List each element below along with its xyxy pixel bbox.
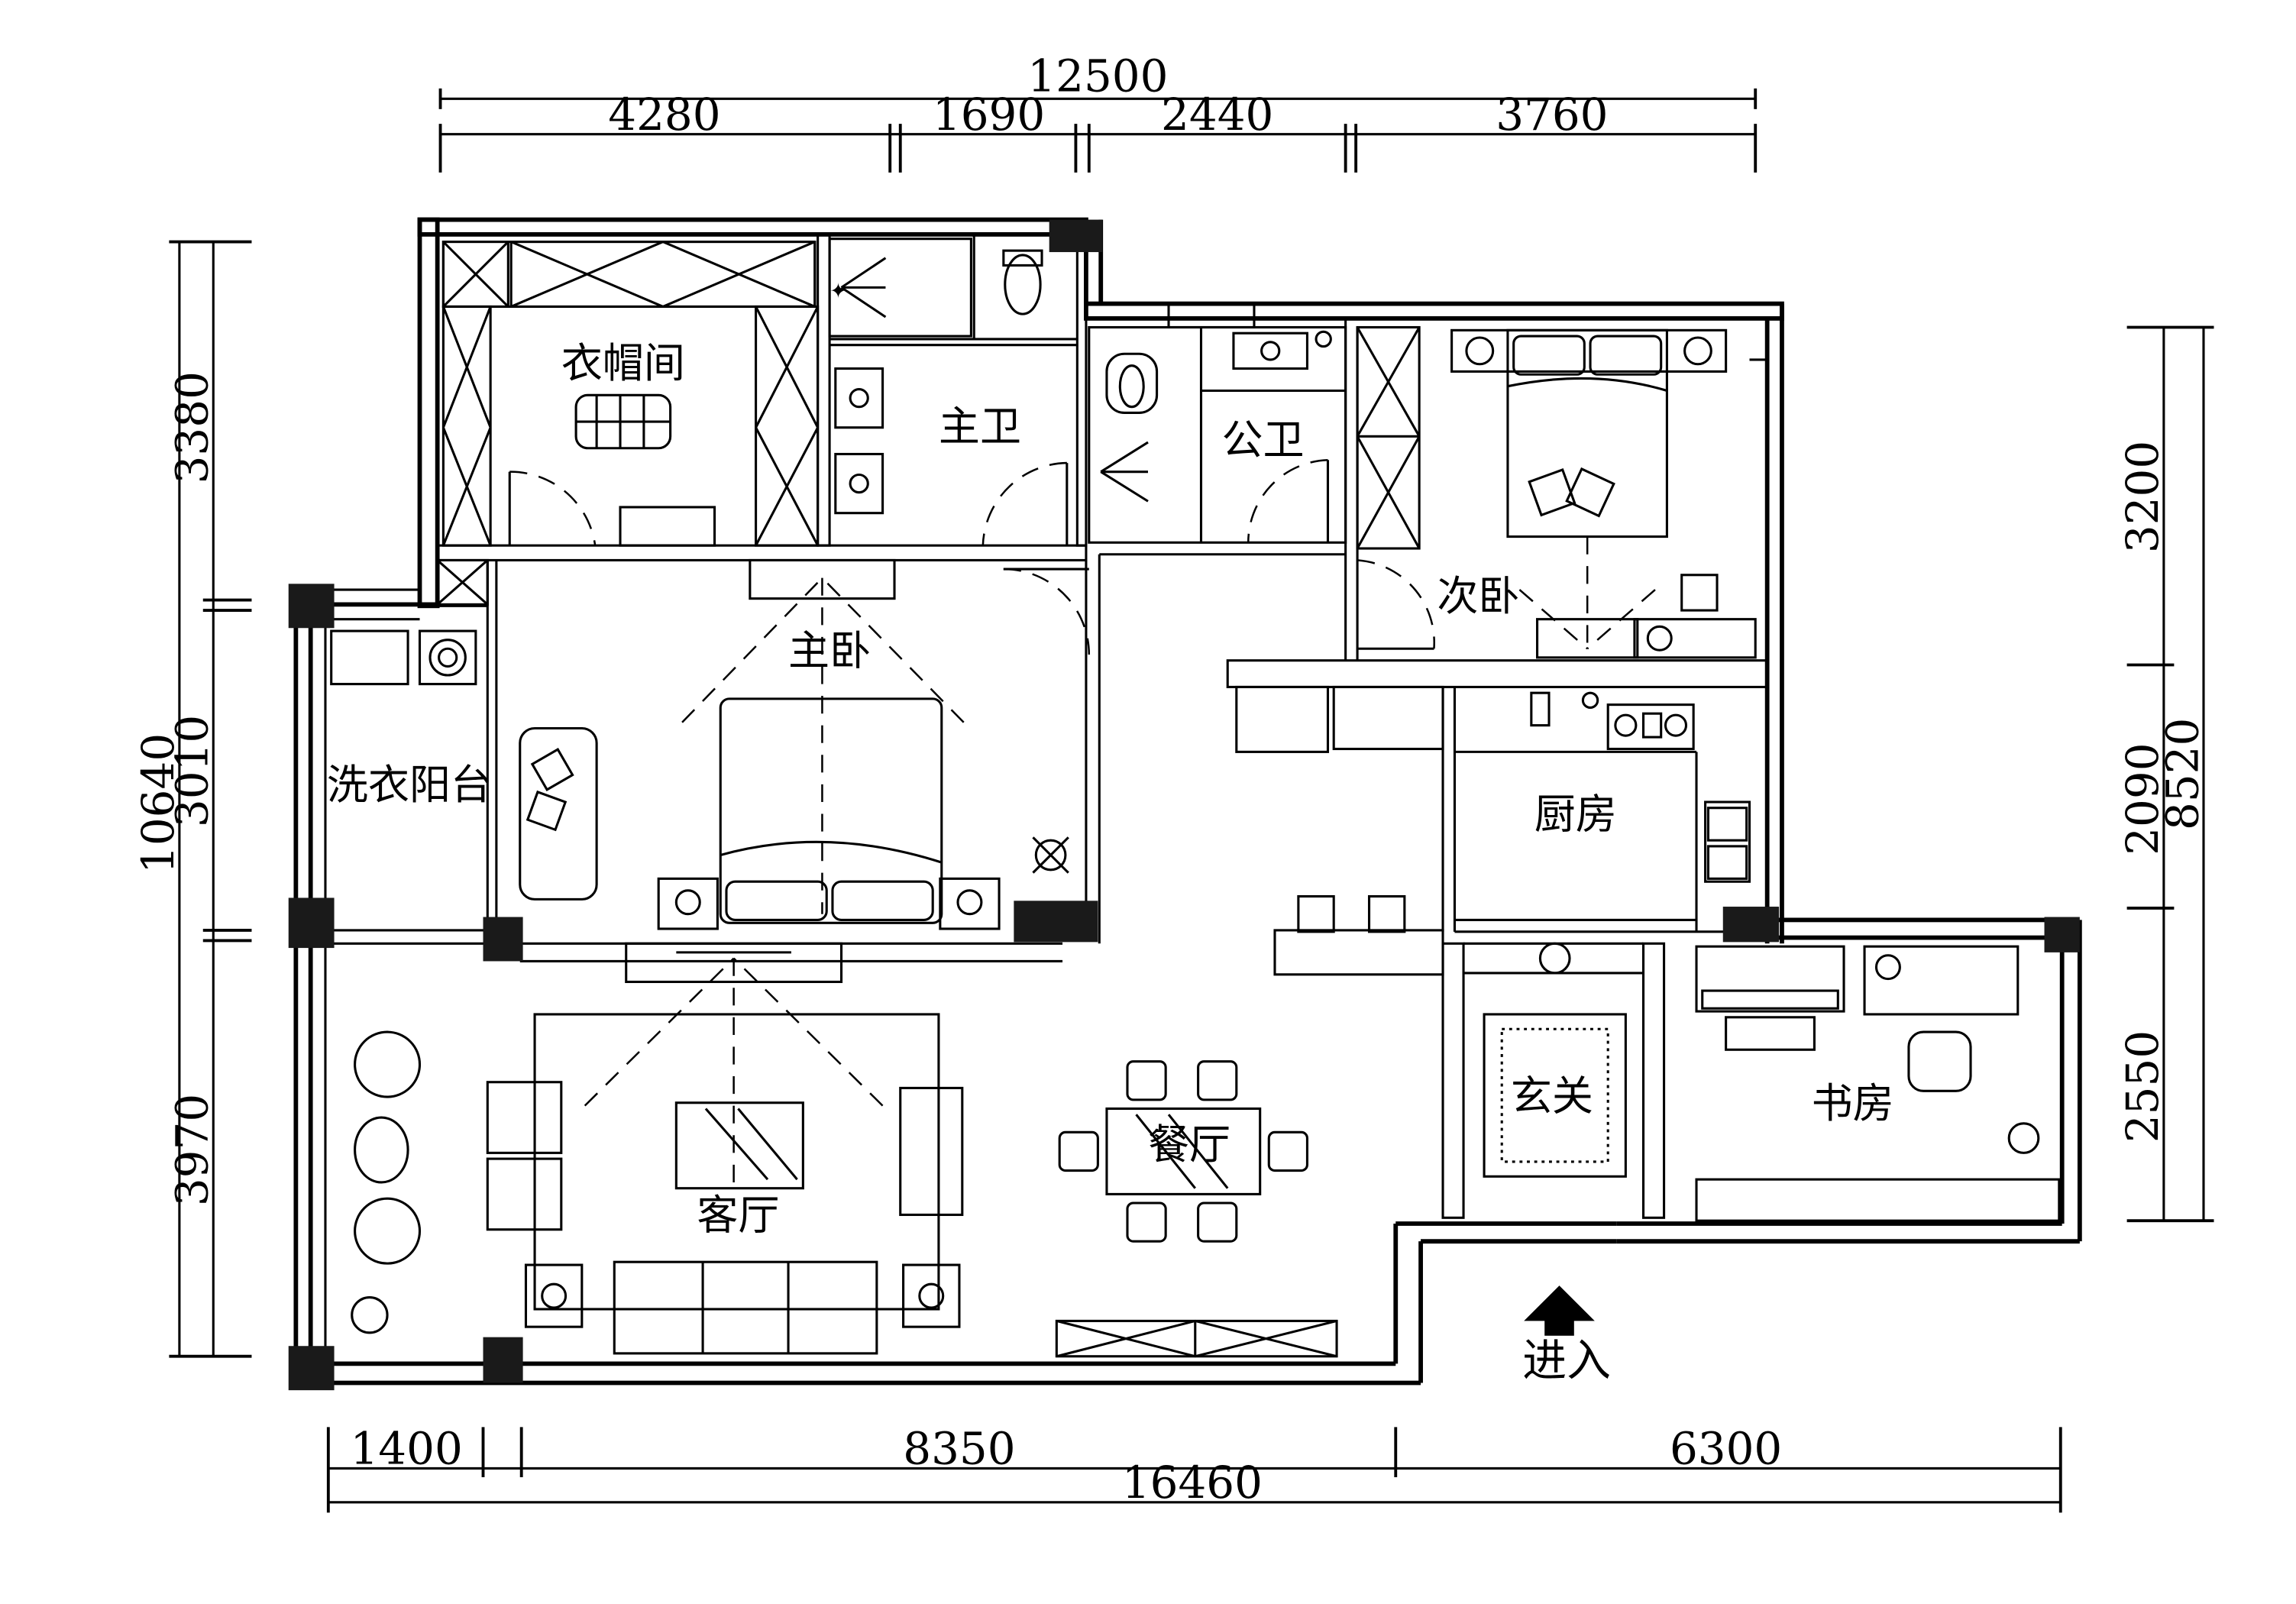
room-label-master-bath: 主卫 bbox=[939, 403, 1021, 451]
room-labels: 衣帽间 主卫 公卫 次卧 主卧 洗衣阳台 厨房 玄关 书房 餐厅 客厅 进入 bbox=[327, 339, 1894, 1386]
dim-top-4: 3760 bbox=[1496, 89, 1608, 141]
bar-stools bbox=[1297, 894, 1406, 933]
kitchen-fixtures bbox=[1235, 685, 1751, 883]
structural-columns bbox=[288, 219, 2080, 1391]
public-bath-fixtures bbox=[1100, 330, 1332, 503]
room-label-public-bath: 公卫 bbox=[1222, 416, 1305, 464]
dim-top-1: 4280 bbox=[608, 89, 720, 141]
dim-top-total: 12500 bbox=[1027, 50, 1168, 102]
living-room-furniture bbox=[351, 942, 1338, 1358]
dim-top-3: 2440 bbox=[1161, 89, 1273, 141]
room-label-kitchen: 厨房 bbox=[1534, 791, 1617, 839]
dim-top-2: 1690 bbox=[933, 89, 1045, 141]
dim-right-3: 2550 bbox=[2117, 1030, 2168, 1143]
room-label-laundry-balcony: 洗衣阳台 bbox=[327, 761, 492, 809]
room-label-master-bedroom: 主卧 bbox=[788, 626, 871, 674]
door-swings bbox=[508, 458, 1435, 655]
room-label-second-bedroom: 次卧 bbox=[1437, 572, 1519, 620]
dim-right-1: 3200 bbox=[2117, 441, 2168, 553]
room-label-study: 书房 bbox=[1812, 1079, 1894, 1127]
left-dimensions: 10640 3380 3010 3970 bbox=[132, 240, 252, 1358]
interior-walls bbox=[436, 233, 1769, 1219]
dim-left-3: 3970 bbox=[167, 1094, 218, 1206]
master-bath-fixtures: ✦ bbox=[828, 238, 1043, 515]
study-furniture bbox=[1695, 945, 2061, 1222]
dim-left-2: 3010 bbox=[167, 715, 218, 827]
room-label-dining-room: 餐厅 bbox=[1148, 1121, 1230, 1169]
foyer-rug bbox=[1463, 942, 1644, 1178]
bottom-dimensions: 1400 8350 6300 16460 bbox=[326, 1423, 2062, 1513]
dim-bottom-3: 6300 bbox=[1670, 1423, 1782, 1475]
entrance-marker bbox=[1524, 1285, 1595, 1336]
room-label-walk-in-closet: 衣帽间 bbox=[561, 339, 685, 387]
dim-left-1: 3380 bbox=[167, 371, 218, 483]
second-bedroom-furniture bbox=[1450, 328, 1757, 659]
dim-right-total: 8520 bbox=[2156, 718, 2208, 830]
dining-furniture bbox=[1058, 1060, 1308, 1243]
closet-island bbox=[574, 393, 672, 450]
laundry-fixtures bbox=[330, 629, 477, 686]
entrance-label: 进入 bbox=[1522, 1334, 1611, 1386]
svg-text:✦: ✦ bbox=[829, 280, 847, 303]
dim-right-2: 2090 bbox=[2117, 742, 2168, 855]
dim-bottom-total: 16460 bbox=[1122, 1457, 1263, 1509]
dim-left-total: 10640 bbox=[132, 733, 184, 874]
room-label-living-room: 客厅 bbox=[697, 1192, 779, 1240]
top-dimensions: 12500 4280 1690 2440 3760 bbox=[438, 50, 1758, 173]
room-label-foyer: 玄关 bbox=[1511, 1072, 1593, 1120]
dim-bottom-2: 8350 bbox=[903, 1423, 1015, 1475]
dim-bottom-1: 1400 bbox=[350, 1423, 462, 1475]
right-dimensions: 3200 2090 2550 8520 bbox=[2117, 325, 2214, 1223]
master-bedroom-furniture bbox=[519, 558, 1069, 930]
